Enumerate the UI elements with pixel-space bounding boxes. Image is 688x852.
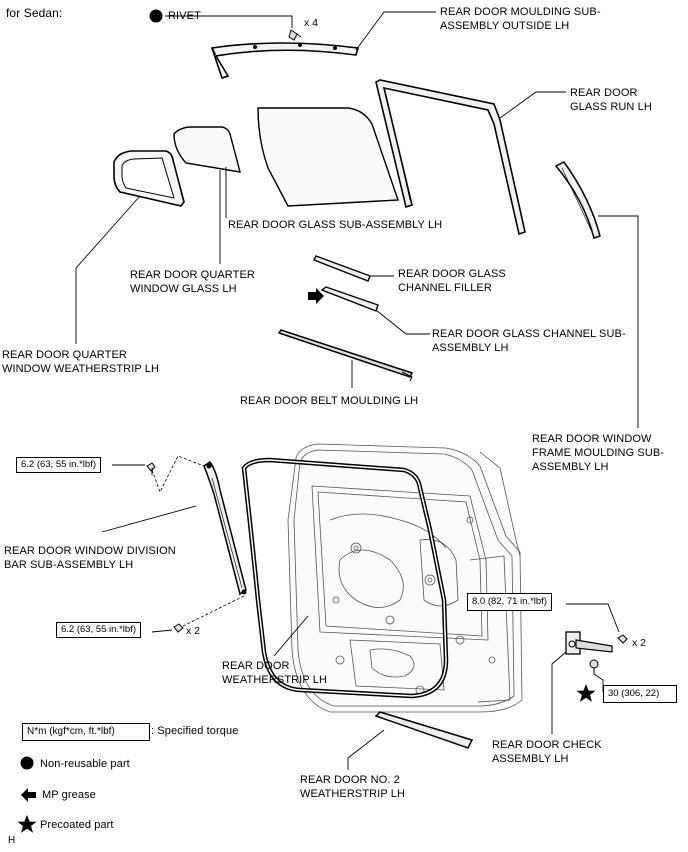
torque-division-bar-top: 6.2 (63, 55 in.*lbf) [16, 457, 101, 473]
division-bar-part [203, 460, 247, 596]
division-bar-screws [146, 462, 184, 633]
channel-filler-label-2: CHANNEL FILLER [398, 282, 492, 294]
rivet-label: RIVET [168, 10, 201, 22]
variant-label: for Sedan: [6, 6, 63, 20]
channel-filler-label-1: REAR DOOR GLASS [398, 268, 506, 280]
glass-sub-assembly-label: REAR DOOR GLASS SUB-ASSEMBLY LH [228, 219, 443, 231]
weatherstrip-label-1: REAR DOOR [222, 660, 290, 672]
rivet-qty: x 4 [304, 17, 319, 29]
door-glass-part [257, 107, 399, 207]
legend-mp-grease: MP grease [42, 789, 96, 801]
check-assembly-label-2: ASSEMBLY LH [492, 753, 569, 765]
legend-torque-unit: N*m (kgf*cm, ft.*lbf) [22, 723, 150, 741]
moulding-outside-label-1: REAR DOOR MOULDING SUB- [440, 6, 601, 18]
moulding-outside-label-2: ASSEMBLY OUTSIDE LH [440, 20, 570, 32]
no2-weatherstrip-part [374, 711, 474, 749]
torque-check-bolt: 30 (306, 22) [603, 685, 677, 703]
check-assembly-label-1: REAR DOOR CHECK [492, 739, 602, 751]
weatherstrip-label-2: WEATHERSTRIP LH [222, 674, 327, 686]
sheet-code: H [8, 835, 16, 846]
no2-weatherstrip-label-2: WEATHERSTRIP LH [300, 788, 405, 800]
belt-moulding-part [277, 329, 414, 382]
quarter-window-glass-part [173, 126, 241, 173]
division-bar-label-1: REAR DOOR WINDOW DIVISION [4, 545, 176, 557]
filled-circle-icon [20, 756, 34, 770]
rivet-part [288, 29, 302, 41]
glass-run-part [375, 79, 526, 236]
weatherstrip-part [241, 457, 449, 699]
filled-circle-icon [149, 9, 163, 23]
channel-filler-part [313, 255, 371, 282]
quarter-glass-label-2: WINDOW GLASS LH [130, 283, 237, 295]
channel-sub-assembly-part [308, 286, 379, 312]
dashed-leaders [151, 455, 245, 627]
channel-sub-label-2: ASSEMBLY LH [432, 342, 509, 354]
torque-division-bar-bottom: 6.2 (63, 55 in.*lbf) [56, 622, 141, 638]
division-bar-bottom-qty: x 2 [186, 625, 201, 637]
glass-run-label-2: GLASS RUN LH [570, 101, 652, 113]
legend-precoated: Precoated part [40, 819, 114, 831]
legend-torque-desc: : Specified torque [151, 725, 239, 737]
leader-lines [75, 11, 639, 770]
moulding-outside-part [210, 42, 360, 80]
no2-weatherstrip-label-1: REAR DOOR NO. 2 [300, 774, 400, 786]
quarter-weatherstrip-part [113, 150, 185, 207]
left-arrow-icon [21, 788, 36, 802]
quarter-weatherstrip-label-1: REAR DOOR QUARTER [2, 349, 127, 361]
quarter-glass-label-1: REAR DOOR QUARTER [130, 269, 255, 281]
star-icon [576, 684, 596, 702]
channel-sub-label-1: REAR DOOR GLASS CHANNEL SUB- [432, 328, 626, 340]
belt-moulding-label: REAR DOOR BELT MOULDING LH [240, 395, 419, 407]
check-assembly-part [565, 631, 628, 674]
star-icon [17, 815, 37, 833]
frame-moulding-label-1: REAR DOOR WINDOW [532, 433, 652, 445]
glass-run-label-1: REAR DOOR [570, 87, 638, 99]
frame-moulding-label-2: FRAME MOULDING SUB- [532, 447, 665, 459]
frame-moulding-part [554, 161, 601, 239]
door-panel-part [287, 443, 523, 713]
quarter-weatherstrip-label-2: WINDOW WEATHERSTRIP LH [2, 363, 160, 375]
frame-moulding-label-3: ASSEMBLY LH [532, 461, 609, 473]
division-bar-label-2: BAR SUB-ASSEMBLY LH [4, 559, 134, 571]
check-nut-qty: x 2 [632, 637, 647, 649]
torque-check-nut: 8.0 (82, 71 in.*lbf) [467, 593, 552, 611]
legend-non-reusable: Non-reusable part [40, 758, 130, 770]
